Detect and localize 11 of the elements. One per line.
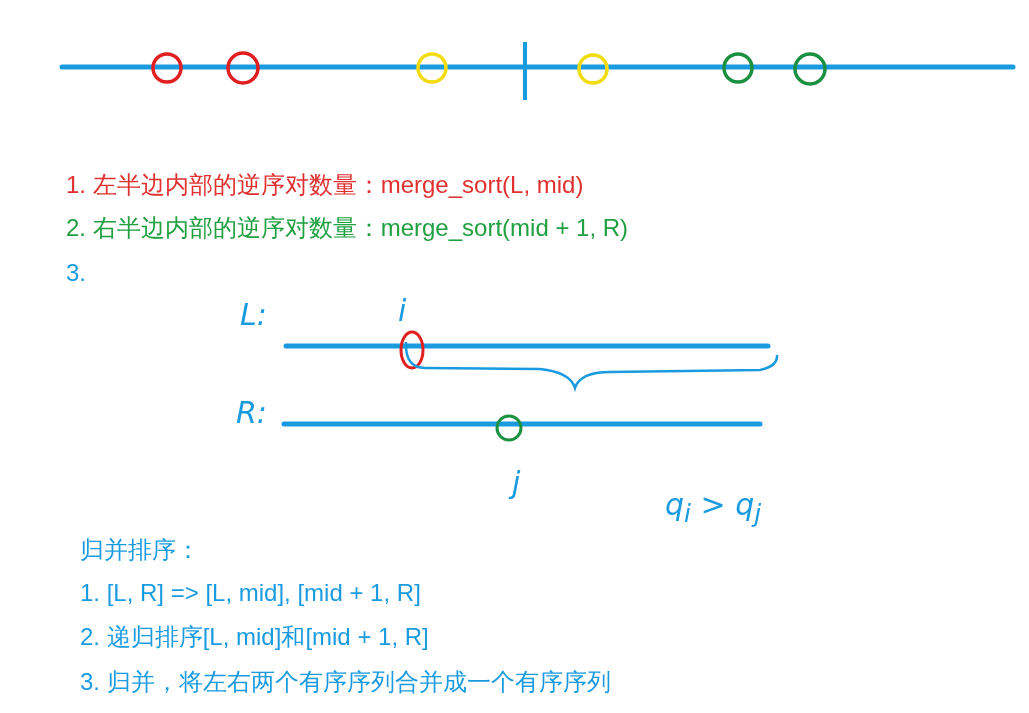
list-item: 1. [L, R] => [L, mid], [mid + 1, R] (80, 578, 421, 608)
handwritten-label: L: (240, 300, 267, 330)
handwritten-label: R: (236, 398, 267, 428)
list-item: 3. 归并，将左右两个有序序列合并成一个有序序列 (80, 667, 611, 697)
handwritten-label: i (398, 296, 407, 326)
list-item: 1. 左半边内部的逆序对数量：merge_sort(L, mid) (66, 170, 584, 200)
list-item: 2. 递归排序[L, mid]和[mid + 1, R] (80, 622, 429, 652)
handwritten-formula: q$_{i}$ > q$_{j}$ (665, 490, 762, 529)
list-item: 3. (66, 258, 86, 288)
list-item: 2. 右半边内部的逆序对数量：merge_sort(mid + 1, R) (66, 213, 629, 243)
heading: 归并排序： (80, 535, 200, 565)
